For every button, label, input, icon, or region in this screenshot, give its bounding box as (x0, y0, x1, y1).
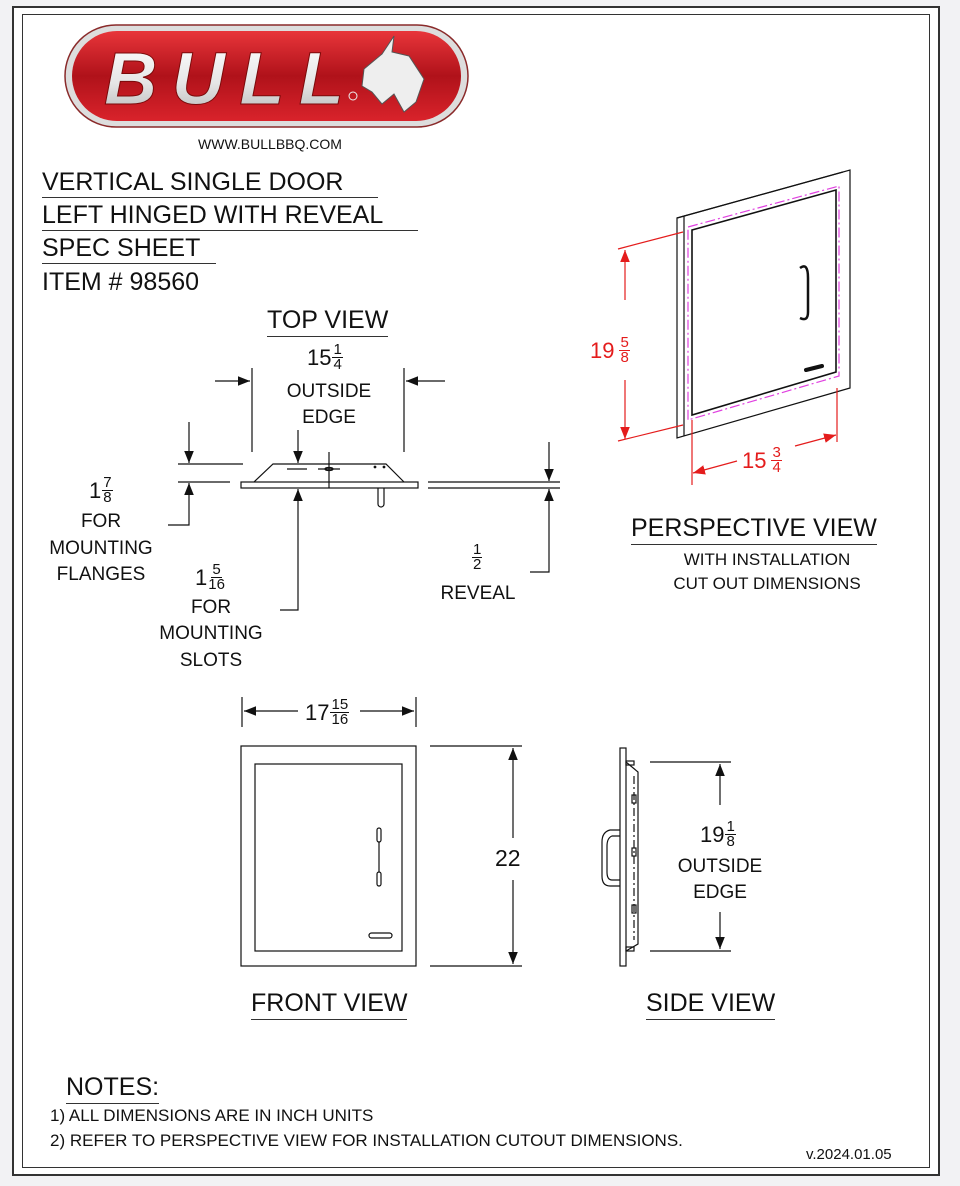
dimension-denominator: 16 (331, 711, 349, 728)
flange-label-3: FLANGES (56, 564, 146, 585)
slots-label-2: MOUNTING (159, 623, 263, 644)
website-url[interactable]: WWW.BULLBBQ.COM (198, 136, 342, 152)
perspective-subtitle-2: CUT OUT DIMENSIONS (673, 574, 861, 593)
side-view-drawing (601, 747, 731, 967)
note-item: 1) ALL DIMENSIONS ARE IN INCH UNITS (50, 1106, 374, 1125)
registered-mark-icon (348, 91, 358, 101)
dimension-numerator: 5 (211, 561, 222, 578)
dimension-denominator: 8 (620, 349, 629, 366)
dimension-whole: 17 (305, 699, 330, 725)
dimension-numerator: 3 (771, 444, 782, 461)
top-view-edge-label: EDGE (302, 407, 356, 428)
dimension-denominator: 4 (333, 356, 342, 373)
front-height-dimension: 22 (495, 845, 521, 871)
spec-sheet-inner-border (22, 14, 930, 1168)
bull-logo: BULL (64, 24, 469, 128)
top-view-heading: TOP VIEW (267, 306, 389, 337)
perspective-handle-icon (799, 265, 810, 321)
side-edge-label: EDGE (693, 882, 747, 903)
dimension-numerator: 15 (330, 696, 350, 713)
flange-label-1: FOR (80, 511, 122, 532)
slots-label-1: FOR (190, 597, 232, 618)
side-view-heading: SIDE VIEW (646, 989, 776, 1020)
dimension-numerator: 1 (472, 541, 483, 558)
version-label: v.2024.01.05 (806, 1146, 892, 1163)
title-line-2: LEFT HINGED WITH REVEAL (42, 201, 418, 231)
notes-heading: NOTES: (66, 1073, 160, 1104)
top-view-drawing (168, 368, 560, 611)
dimension-denominator: 2 (473, 556, 482, 573)
note-item: 2) REFER TO PERSPECTIVE VIEW FOR INSTALL… (50, 1131, 683, 1150)
dimension-whole: 19 (590, 337, 615, 363)
dimension-whole: 1 (89, 477, 102, 503)
top-view-outside-label: OUTSIDE (286, 381, 372, 402)
perspective-subtitle-1: WITH INSTALLATION (683, 550, 851, 569)
dimension-numerator: 1 (725, 818, 736, 835)
bull-icon (361, 35, 425, 113)
dimension-whole: 1 (195, 564, 208, 590)
dimension-denominator: 8 (103, 489, 112, 506)
item-number: ITEM # 98560 (42, 268, 200, 296)
perspective-cutout-dimensions (617, 231, 838, 485)
dimension-numerator: 7 (102, 474, 113, 491)
bull-logo-graphic: BULL (64, 24, 469, 128)
dimension-numerator: 1 (332, 341, 343, 358)
logo-wordmark: BULL (104, 37, 344, 120)
perspective-view-heading: PERSPECTIVE VIEW (631, 514, 877, 545)
side-outside-label: OUTSIDE (677, 856, 763, 877)
dimension-denominator: 4 (772, 459, 781, 476)
front-view-drawing (240, 697, 522, 967)
perspective-view-drawing (676, 169, 851, 439)
dimension-whole: 15 (307, 344, 332, 370)
flange-label-2: MOUNTING (49, 538, 153, 559)
dimension-denominator: 8 (726, 833, 735, 850)
dimension-denominator: 16 (208, 576, 225, 593)
title-line-1: VERTICAL SINGLE DOOR (42, 168, 378, 198)
reveal-label: REVEAL (440, 583, 516, 604)
front-view-heading: FRONT VIEW (251, 989, 408, 1020)
dimension-numerator: 5 (619, 334, 630, 351)
title-line-3: SPEC SHEET (42, 234, 216, 264)
dimension-whole: 19 (700, 821, 725, 847)
slots-label-3: SLOTS (179, 650, 243, 671)
dimension-whole: 15 (742, 447, 767, 473)
